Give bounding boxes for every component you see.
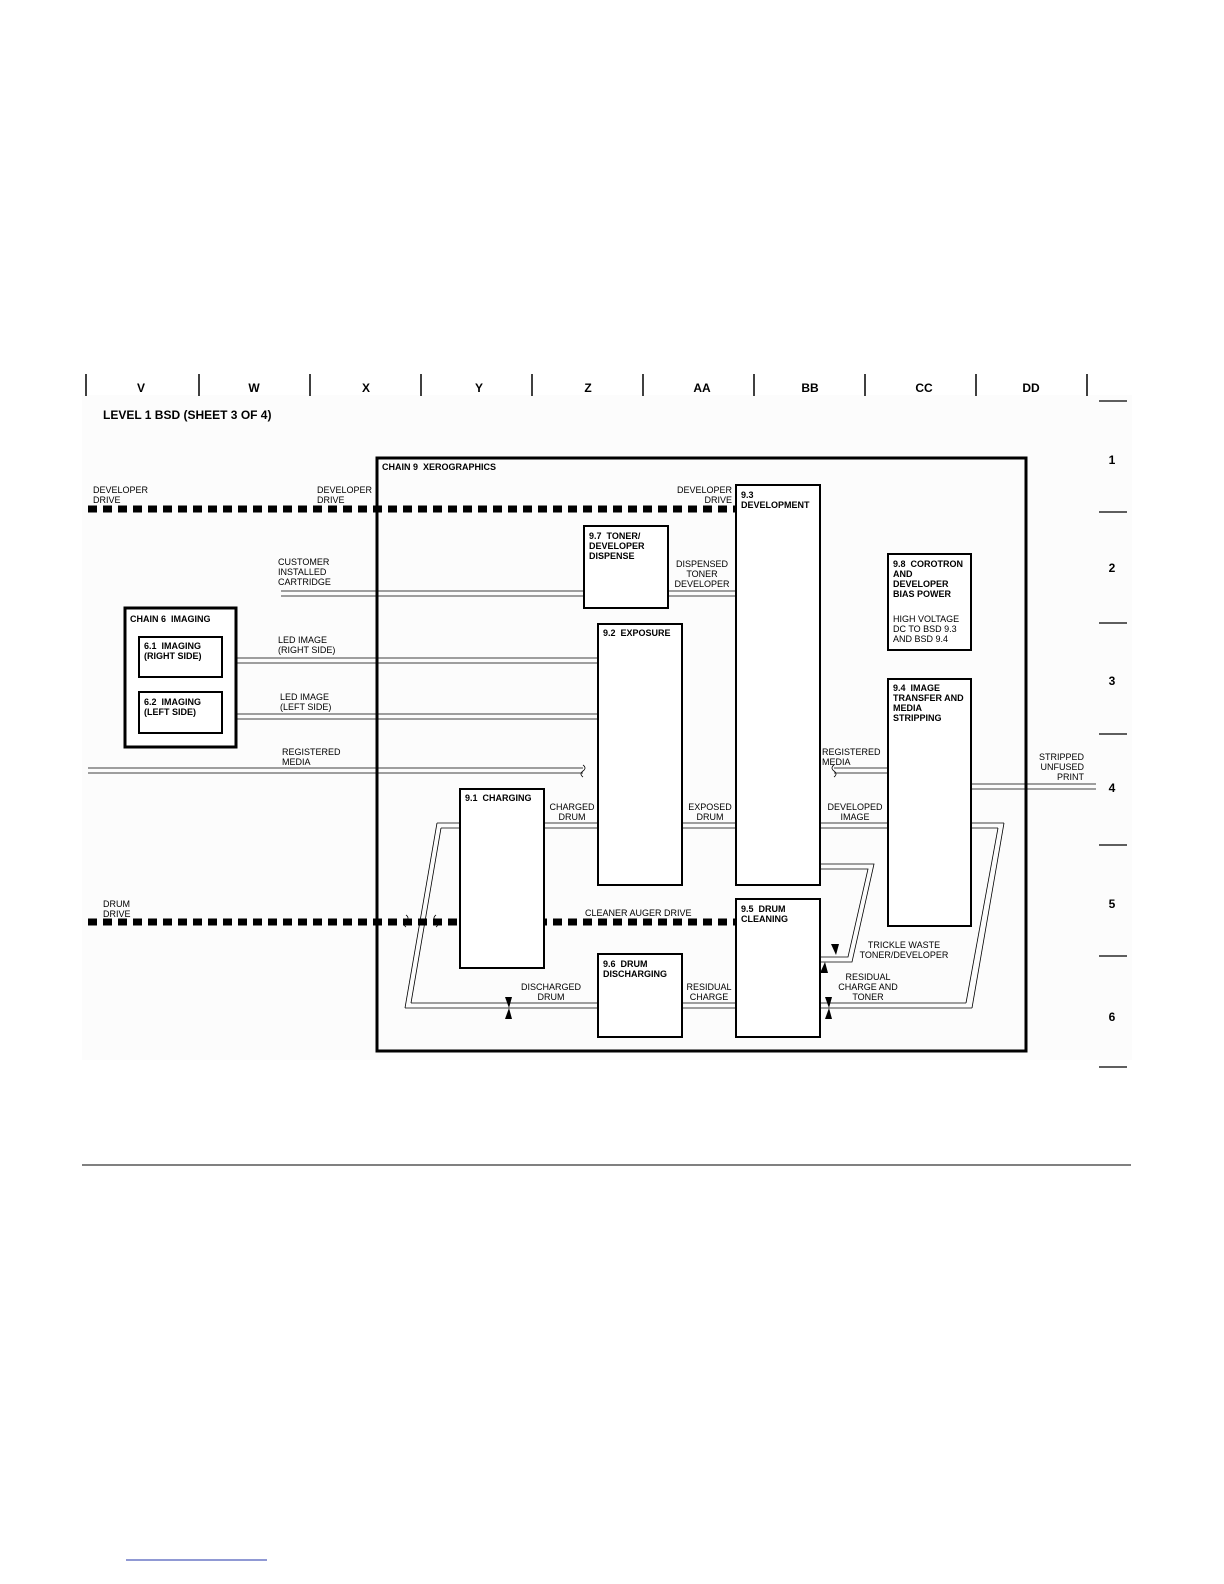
imaging-right-label: 6.1 IMAGING (RIGHT SIDE) <box>144 641 202 661</box>
residual-charge-label: RESIDUAL CHARGE <box>686 982 732 1002</box>
toner-dispense-box <box>583 525 669 609</box>
charging-box <box>459 788 545 969</box>
image-transfer-box <box>887 678 972 927</box>
column-label-z: Z <box>584 381 592 395</box>
row-label-3: 3 <box>1108 674 1116 688</box>
charging-label: 9.1 CHARGING <box>465 793 532 803</box>
row-label-6: 6 <box>1108 1010 1116 1024</box>
row-label-5: 5 <box>1108 897 1116 911</box>
led-left-label: LED IMAGE (LEFT SIDE) <box>280 692 332 712</box>
column-label-x: X <box>361 381 370 395</box>
column-label-cc: CC <box>915 381 933 395</box>
drum-discharging-box <box>597 953 683 1038</box>
sheet-title: LEVEL 1 BSD (SHEET 3 OF 4) <box>103 408 272 422</box>
cleaner-auger-label: CLEANER AUGER DRIVE <box>585 908 692 918</box>
toner-dispense-label: 9.7 TONER/ DEVELOPER DISPENSE <box>589 531 645 561</box>
column-ticks <box>85 374 1088 396</box>
stripped-print-label: STRIPPED UNFUSED PRINT <box>1038 752 1084 782</box>
dispensed-toner-label: DISPENSED TONER DEVELOPER <box>674 559 730 589</box>
trickle-waste-label: TRICKLE WASTE TONER/DEVELOPER <box>859 940 949 960</box>
column-label-dd: DD <box>1022 381 1040 395</box>
arrows <box>505 944 839 1019</box>
column-label-aa: AA <box>693 381 711 395</box>
registered-media-left-label: REGISTERED MEDIA <box>282 747 341 767</box>
charged-drum-label: CHARGED DRUM <box>549 802 595 822</box>
imaging-left-box <box>138 691 223 734</box>
break-marks <box>403 764 837 928</box>
column-label-v: V <box>136 381 145 395</box>
corotron-note: HIGH VOLTAGE DC TO BSD 9.3 AND BSD 9.4 <box>893 614 960 644</box>
row-label-1: 1 <box>1108 453 1116 467</box>
drum-drive-label: DRUM DRIVE <box>103 899 131 919</box>
row-label-4: 4 <box>1108 781 1116 795</box>
developer-drive-mid-label: DEVELOPER DRIVE <box>317 485 373 505</box>
imaging-left-label: 6.2 IMAGING (LEFT SIDE) <box>144 697 202 717</box>
customer-cartridge-label: CUSTOMER INSTALLED CARTRIDGE <box>278 557 331 587</box>
exposure-label: 9.2 EXPOSURE <box>603 628 671 638</box>
row-label-2: 2 <box>1108 561 1116 575</box>
exposed-drum-label: EXPOSED DRUM <box>688 802 732 822</box>
column-label-y: Y <box>474 381 483 395</box>
discharged-drum-label: DISCHARGED DRUM <box>520 982 581 1002</box>
image-transfer-label: 9.4 IMAGE TRANSFER AND MEDIA STRIPPING <box>893 683 964 723</box>
column-label-w: W <box>248 381 260 395</box>
drum-discharging-label: 9.6 DRUM DISCHARGING <box>603 959 668 979</box>
led-right-label: LED IMAGE (RIGHT SIDE) <box>278 635 336 655</box>
drum-cleaning-label: 9.5 DRUM CLEANING <box>741 904 788 924</box>
column-label-bb: BB <box>801 381 819 395</box>
imaging-right-box <box>138 636 223 678</box>
drum-cleaning-box <box>735 898 821 1038</box>
developed-image-label: DEVELOPED IMAGE <box>827 802 883 822</box>
corotron-box <box>887 553 972 651</box>
residual-charge-toner-label: RESIDUAL CHARGE AND TONER <box>838 972 898 1002</box>
development-box <box>735 484 821 886</box>
exposure-box <box>597 623 683 886</box>
chain9-frame <box>375 456 1028 1053</box>
registered-media-right-label: REGISTERED MEDIA <box>822 747 881 767</box>
row-ticks <box>1099 400 1127 1068</box>
chain9-label: CHAIN 9 XEROGRAPHICS <box>382 462 497 472</box>
chain6-label: CHAIN 6 IMAGING <box>130 614 211 624</box>
developer-drive-left-label: DEVELOPER DRIVE <box>93 485 149 505</box>
corotron-label: 9.8 COROTRON AND DEVELOPER BIAS POWER <box>893 559 964 599</box>
development-label: 9.3 DEVELOPMENT <box>741 490 810 510</box>
developer-drive-right-label: DEVELOPER DRIVE <box>676 485 732 505</box>
